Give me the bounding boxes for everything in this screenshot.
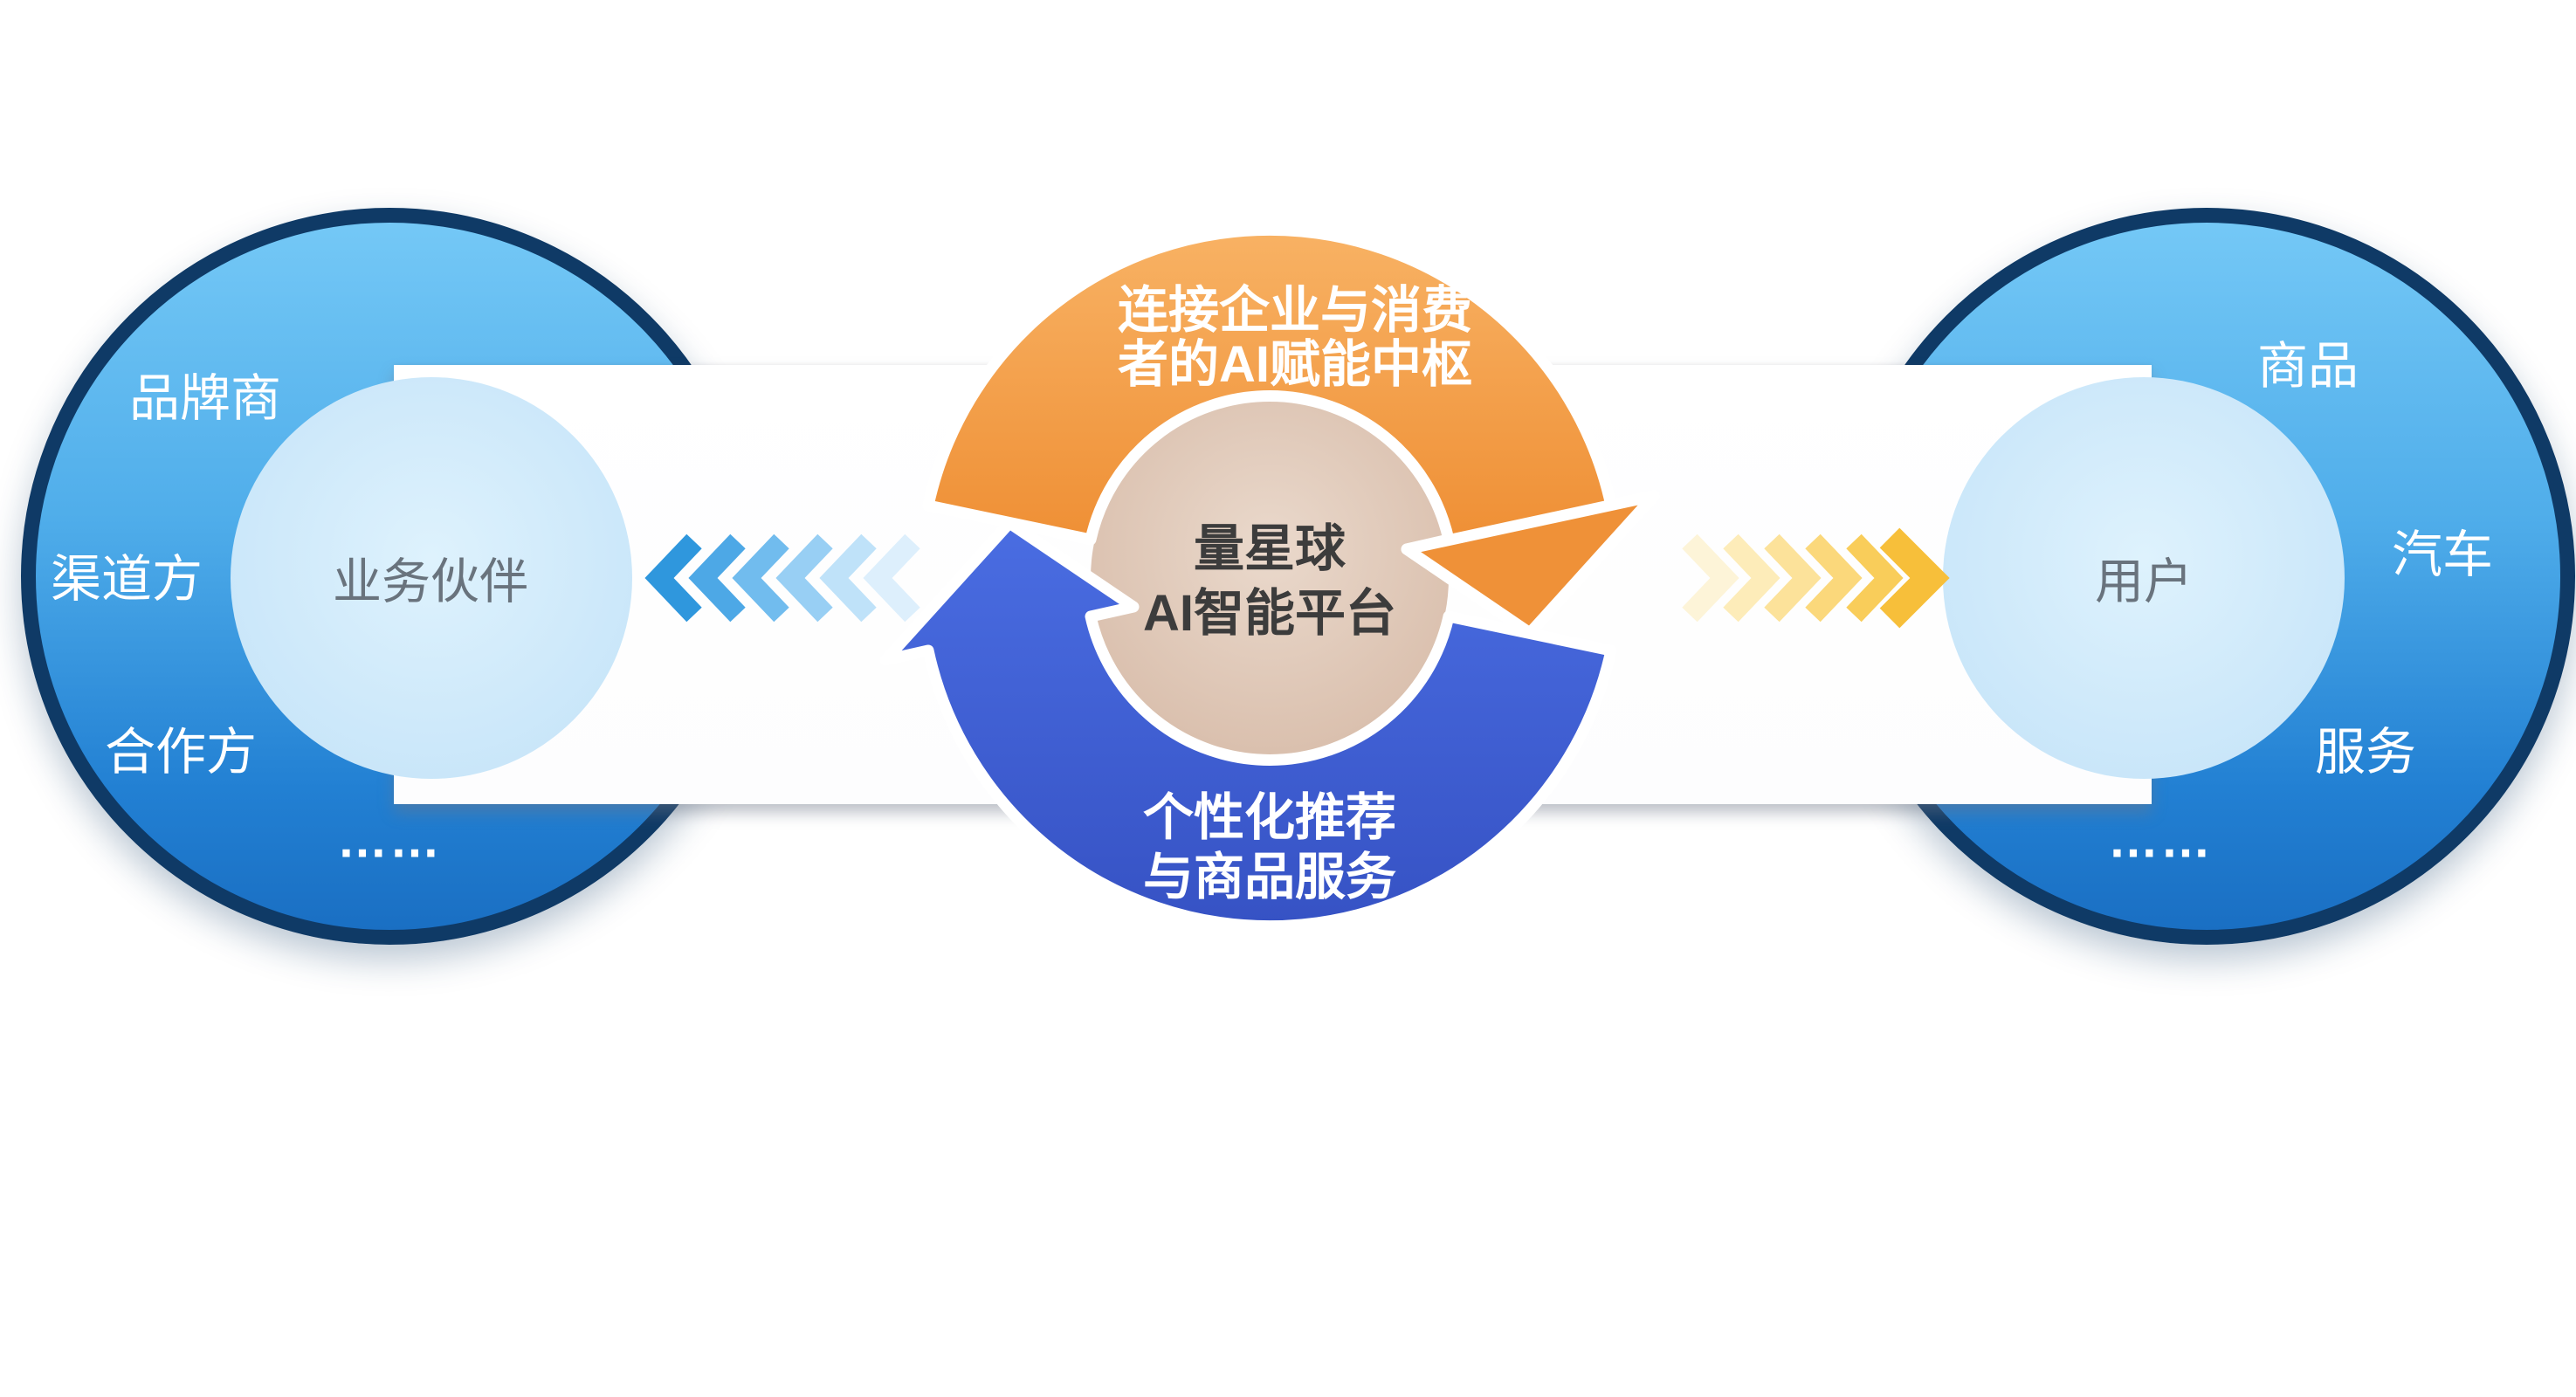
- right-label-ellipsis: ……: [2108, 811, 2213, 869]
- left-label-ellipsis: ……: [337, 811, 442, 869]
- chevrons-right-icon: [1682, 527, 1950, 629]
- core-platform-name-line2: AI智能平台: [1142, 585, 1397, 642]
- center-top-caption-line2: 者的AI赋能中枢: [1117, 336, 1473, 393]
- center-top-caption-line1: 连接企业与消费: [1117, 282, 1473, 339]
- chevrons-left-icon: [644, 533, 920, 623]
- left-label-brand: 品牌商: [128, 370, 282, 427]
- right-inner-label-users: 用户: [2095, 554, 2193, 609]
- blue-bottom-arc: [879, 517, 1617, 932]
- left-label-partner: 合作方: [104, 724, 258, 781]
- left-label-channel: 渠道方: [50, 551, 203, 608]
- left-inner-circle: [231, 377, 632, 779]
- center-bottom-caption-line2: 与商品服务: [1142, 849, 1397, 905]
- orange-arrowhead: [1401, 490, 1660, 639]
- right-label-service: 服务: [2314, 724, 2417, 781]
- right-label-car: 汽车: [2391, 526, 2494, 583]
- core-platform-name-line1: 量星球: [1193, 520, 1347, 577]
- right-inner-circle: [1943, 377, 2345, 779]
- center-bottom-caption-line1: 个性化推荐: [1142, 789, 1397, 846]
- right-label-goods: 商品: [2256, 338, 2359, 395]
- core-platform-circle: [1091, 399, 1449, 757]
- left-inner-label-business-partners: 业务伙伴: [333, 554, 528, 609]
